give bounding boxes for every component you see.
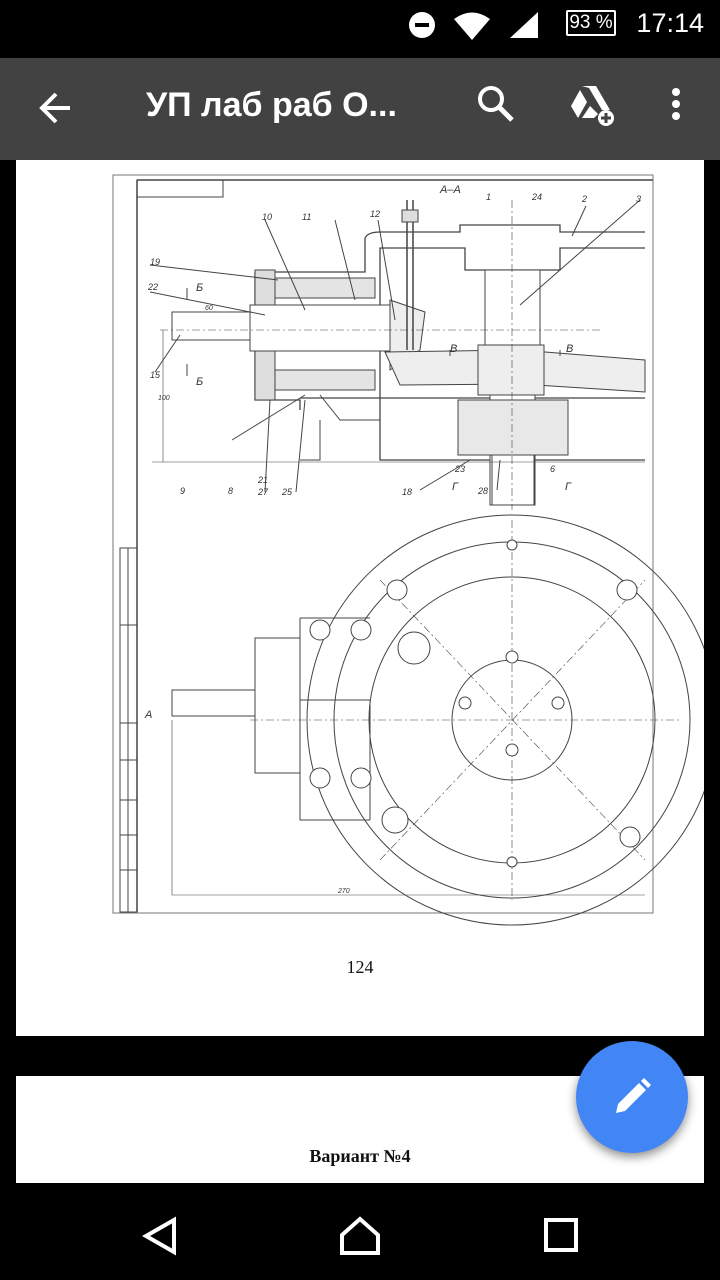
- callout: 11: [302, 212, 311, 222]
- battery-indicator: 93 %: [566, 10, 616, 36]
- dimension-60: 60: [205, 305, 213, 312]
- section-label-b: Б: [196, 376, 203, 388]
- callout: 24: [531, 192, 542, 202]
- callout: 27: [257, 487, 269, 497]
- callout: 2: [581, 194, 587, 204]
- callout: 12: [370, 209, 380, 219]
- drive-add-icon[interactable]: [568, 84, 616, 128]
- callout: 1: [486, 192, 491, 202]
- recents-icon[interactable]: [543, 1217, 579, 1253]
- callout: 3: [636, 194, 641, 204]
- callout: 10: [262, 212, 272, 222]
- dimension-270: 270: [337, 888, 350, 895]
- callout: 19: [150, 257, 160, 267]
- do-not-disturb-icon: [409, 12, 435, 38]
- page-number: 124: [346, 957, 374, 977]
- callout: 25: [281, 487, 293, 497]
- home-icon[interactable]: [338, 1215, 382, 1255]
- callout: 8: [228, 486, 233, 496]
- wifi-icon: [454, 12, 490, 40]
- signal-icon: [510, 12, 538, 38]
- navigation-bar: [0, 1183, 720, 1280]
- callout: 18: [402, 487, 412, 497]
- back-triangle-icon[interactable]: [140, 1216, 180, 1256]
- engineering-drawing: А–А 1 24 2 3 10 11 12 19 22 15 9 8 21 27…: [112, 174, 704, 926]
- edit-fab-button[interactable]: [576, 1041, 688, 1153]
- callout: 9: [180, 486, 185, 496]
- more-vert-icon[interactable]: [668, 86, 684, 126]
- callout: 23: [454, 464, 465, 474]
- status-bar: 93 % 17:14: [0, 0, 720, 48]
- section-label-g: Г: [452, 481, 459, 493]
- clock: 17:14: [636, 8, 704, 38]
- section-label-aa: А–А: [439, 184, 461, 196]
- callout: 21: [257, 475, 268, 485]
- search-icon[interactable]: [476, 84, 516, 124]
- app-bar: УП лаб раб О...: [0, 58, 720, 160]
- callout: 28: [477, 486, 488, 496]
- section-label-v: В: [450, 343, 457, 355]
- dimension-100: 100: [158, 395, 170, 402]
- callout: 22: [147, 282, 158, 292]
- pdf-page[interactable]: А–А 1 24 2 3 10 11 12 19 22 15 9 8 21 27…: [16, 160, 704, 1036]
- document-title: УП лаб раб О...: [146, 86, 397, 124]
- back-arrow-icon[interactable]: [36, 88, 76, 128]
- section-label-b: Б: [196, 282, 203, 294]
- section-label-a: А: [144, 709, 152, 721]
- section-label-v: В: [566, 343, 573, 355]
- section-label-g: Г: [565, 481, 572, 493]
- edit-pencil-icon: [616, 1078, 651, 1113]
- variant-heading: Вариант №4: [309, 1146, 411, 1166]
- callout: 6: [550, 464, 555, 474]
- callout: 15: [150, 370, 161, 380]
